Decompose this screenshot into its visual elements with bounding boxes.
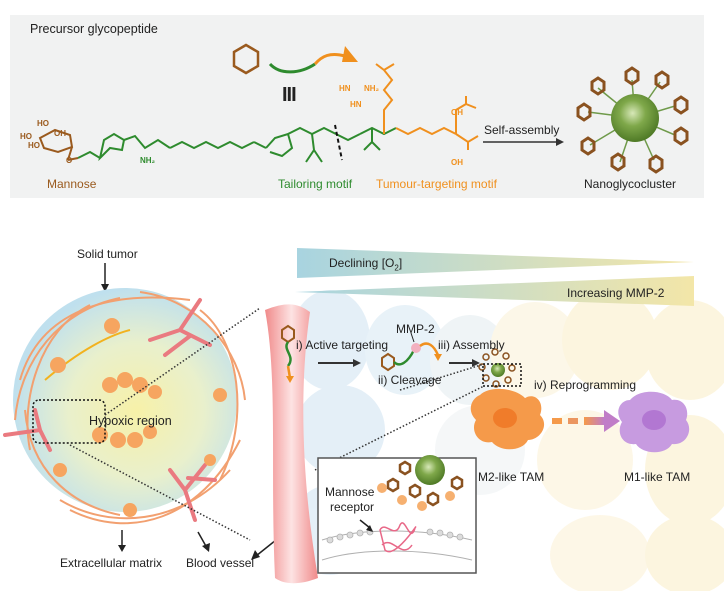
mmp2-label: MMP-2 bbox=[396, 322, 435, 336]
m1-tam-label: M1-like TAM bbox=[624, 470, 691, 484]
blood-vessel-label: Blood vessel bbox=[186, 556, 255, 570]
nanoglycocluster-graphic bbox=[576, 66, 689, 174]
chem-atom-oh: OH bbox=[54, 129, 66, 138]
chem-atom-nh2: NH₂ bbox=[140, 156, 156, 165]
mannose-receptor-inset bbox=[317, 455, 477, 574]
extracellular-matrix-label: Extracellular matrix bbox=[60, 556, 163, 570]
chem-atom-hn: HN bbox=[339, 84, 351, 93]
increasing-mmp2-wedge bbox=[295, 276, 694, 306]
precursor-title: Precursor glycopeptide bbox=[30, 22, 158, 36]
step-reprogramming-label: iv) Reprogramming bbox=[534, 378, 637, 392]
chem-atom-ho: HO bbox=[28, 141, 40, 150]
reprogramming-arrow bbox=[552, 410, 620, 432]
increasing-mmp2-label: Increasing MMP-2 bbox=[567, 286, 665, 300]
chem-atom-nh2: NH₂ bbox=[364, 84, 380, 93]
tam-zoom-box bbox=[482, 363, 522, 387]
mannose-receptor-label-line2: receptor bbox=[330, 500, 375, 514]
solid-tumor-graphic bbox=[3, 263, 246, 525]
declining-o2-text: Declining [O bbox=[329, 256, 395, 270]
mannose-structure bbox=[38, 128, 79, 161]
declining-o2-wedge bbox=[297, 248, 694, 278]
small-nanoglycocluster-icon bbox=[478, 348, 516, 388]
step-cleavage-label: ii) Cleavage bbox=[378, 373, 442, 387]
hypoxic-region-zoom-box bbox=[32, 399, 106, 444]
chem-atom-oh: OH bbox=[451, 158, 463, 167]
chem-atom-oh: OH bbox=[451, 108, 463, 117]
tailoring-motif-label: Tailoring motif bbox=[278, 177, 353, 191]
schematic-glycopeptide-icon bbox=[232, 43, 358, 75]
m2-tam-label: M2-like TAM bbox=[478, 470, 545, 484]
linker-chain bbox=[77, 126, 397, 163]
top-panel-right bbox=[504, 15, 704, 198]
hypoxic-region-label: Hypoxic region bbox=[89, 414, 172, 428]
chem-atom-o: O bbox=[66, 156, 73, 165]
tumour-targeting-motif-label: Tumour-targeting motif bbox=[376, 177, 497, 191]
glycopeptide-in-vessel-icon bbox=[281, 324, 295, 383]
step-assembly-label: iii) Assembly bbox=[438, 338, 505, 352]
chem-atom-ho: HO bbox=[37, 119, 49, 128]
declining-o2-close: ] bbox=[398, 256, 403, 270]
blood-vessel-graphic bbox=[265, 304, 318, 584]
nanoglycocluster-label: Nanoglycocluster bbox=[584, 177, 677, 191]
mannose-label: Mannose bbox=[47, 177, 97, 191]
self-assembly-arrow bbox=[483, 138, 564, 146]
cleavage-graphic bbox=[381, 332, 442, 372]
mmp2-enzyme-icon bbox=[411, 343, 421, 353]
solid-tumor-label: Solid tumor bbox=[77, 247, 138, 261]
self-assembly-label: Self-assembly bbox=[484, 123, 560, 137]
chem-atom-ho: HO bbox=[20, 132, 32, 141]
equivalence-symbol: III bbox=[282, 84, 297, 106]
declining-o2-label: Declining [O2] bbox=[329, 256, 402, 272]
o2-subscript: 2 bbox=[394, 263, 399, 273]
step-active-targeting-label: i) Active targeting bbox=[296, 338, 389, 352]
background-cells bbox=[290, 290, 724, 591]
tumour-targeting-chain bbox=[375, 63, 479, 150]
mannose-receptor-label-line1: Mannose bbox=[325, 485, 375, 499]
chem-atom-hn: HN bbox=[350, 100, 362, 109]
top-panel bbox=[10, 15, 504, 198]
